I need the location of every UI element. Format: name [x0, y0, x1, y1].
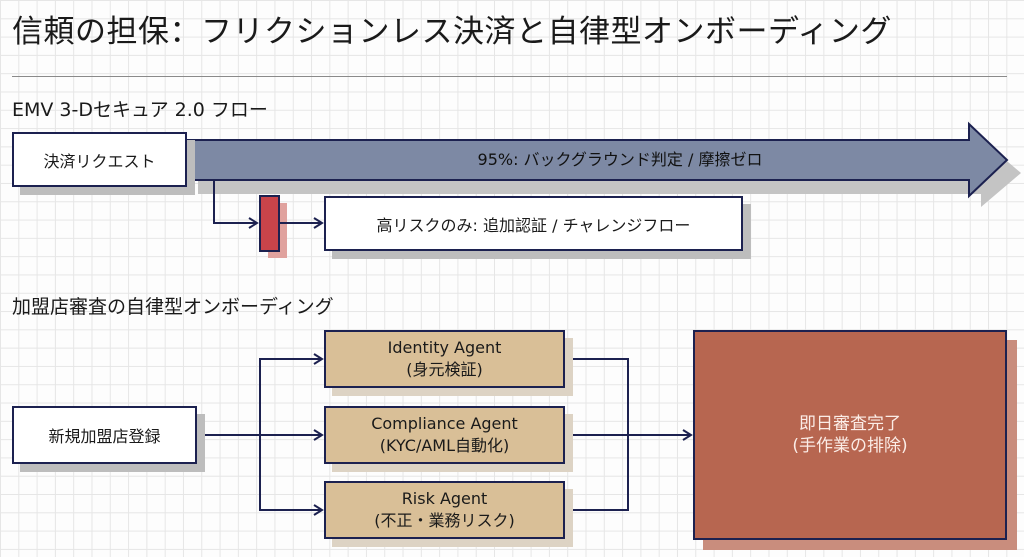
new-merchant-label: 新規加盟店登録 [48, 427, 161, 446]
compliance-agent-node: Compliance Agent (KYC/AML自動化) [324, 406, 565, 464]
same-day-approval-node: 即日審査完了 (手作業の排除) [693, 330, 1007, 540]
payment-request-label: 決済リクエスト [43, 151, 156, 171]
risk-gate [259, 195, 280, 252]
hub-to-identity-connector [259, 353, 324, 435]
payment-request-node: 決済リクエスト [12, 132, 187, 187]
identity-to-merge-connector [564, 358, 629, 435]
risk-to-merge-connector [564, 435, 629, 511]
branch-connector [213, 180, 259, 229]
agent-desc: (不正・業務リスク) [374, 511, 515, 530]
hub-to-risk-connector [259, 435, 324, 516]
emv-section-heading: EMV 3-Dセキュア 2.0 フロー [12, 99, 268, 121]
identity-agent-node: Identity Agent (身元検証) [324, 330, 565, 388]
agent-name: Risk Agent [401, 489, 488, 509]
challenge-flow-node: 高リスクのみ: 追加認証 / チャレンジフロー [324, 196, 743, 251]
agent-name: Compliance Agent [371, 414, 518, 434]
frictionless-arrow [185, 121, 1009, 199]
agent-desc: (身元検証) [406, 360, 483, 379]
frictionless-label: 95%: バックグラウンド判定 / 摩擦ゼロ [477, 150, 763, 169]
new-merchant-node: 新規加盟店登録 [12, 406, 197, 464]
agent-name: Identity Agent [387, 338, 502, 358]
title-divider [12, 76, 1007, 77]
result-line2: (手作業の排除) [792, 436, 908, 456]
result-line1: 即日審査完了 [799, 413, 901, 434]
challenge-flow-label: 高リスクのみ: 追加認証 / チャレンジフロー [376, 215, 691, 235]
onboarding-section-heading: 加盟店審査の自律型オンボーディング [12, 296, 334, 318]
agent-desc: (KYC/AML自動化) [379, 436, 510, 455]
risk-agent-node: Risk Agent (不正・業務リスク) [324, 481, 565, 539]
page-title: 信頼の担保：フリクションレス決済と自律型オンボーディング [12, 14, 892, 50]
